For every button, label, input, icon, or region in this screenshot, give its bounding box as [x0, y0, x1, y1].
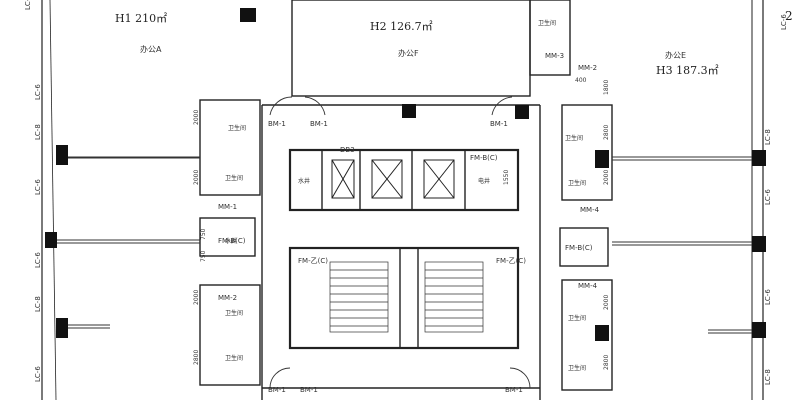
door-tag-mm4: MM-4 — [580, 206, 600, 214]
wall-tag-lc8: LC-8 — [764, 369, 772, 385]
dim-750: 750 — [200, 250, 207, 262]
column — [595, 150, 609, 168]
door-tag-bm1: BM-1 — [310, 120, 328, 128]
door-tag-fm: FM-乙(C) — [496, 257, 526, 265]
unit-h3-label: H3 187.3㎡ — [656, 64, 719, 77]
room-tag-wc: 卫生间 — [568, 179, 586, 187]
room-tag-shaft: 水井 — [225, 237, 237, 245]
door-tag-mm4: MM-4 — [578, 282, 598, 290]
dim-2000: 2000 — [193, 110, 200, 125]
room-tag-elec: 电井 — [478, 177, 490, 185]
wall-tag-lc6: LC-6 — [24, 0, 32, 10]
unit-h1-label: H1 210㎡ — [115, 12, 167, 25]
wall-tag-lc6: LC-6 — [780, 14, 788, 30]
door-tag-mm3: MM-3 — [545, 52, 564, 60]
dim-750: 750 — [200, 228, 207, 240]
column — [45, 232, 57, 248]
room-tag-wc: 卫生间 — [568, 364, 586, 372]
door-tag-bm1: BM-1 — [505, 386, 523, 394]
top-right-wc — [529, 0, 571, 76]
dim-2000: 2000 — [193, 290, 200, 305]
left-wc-upper — [199, 99, 261, 196]
door-tag-db3: DB3 — [340, 146, 355, 154]
elevator-core — [288, 148, 520, 212]
wall-tag-lc8: LC-8 — [34, 296, 42, 312]
door-tag-bm1: BM-1 — [300, 386, 318, 394]
dim-2800: 2800 — [193, 350, 200, 365]
column — [240, 8, 256, 22]
stair-core — [288, 246, 520, 350]
wall-tag-lc8: LC-8 — [34, 124, 42, 140]
room-tag-wc: 卫生间 — [565, 134, 583, 142]
dim-400: 400 — [575, 77, 587, 84]
room-tag-wc: 卫生间 — [225, 174, 243, 182]
door-tag-fm: FM-B(C) — [565, 244, 593, 252]
room-tag-wc: 卫生间 — [225, 354, 243, 362]
unit-h1-note: 办公A — [140, 44, 162, 54]
wall-tag-lc6: LC-6 — [34, 179, 42, 195]
unit-h2-label: H2 126.7㎡ — [370, 20, 433, 33]
room-tag-wc: 卫生间 — [538, 19, 556, 27]
left-wc-lower — [199, 284, 261, 386]
door-tag-bm1: BM-1 — [268, 120, 286, 128]
elevator-shaft-2 — [371, 159, 403, 199]
door-tag-fm: FM-B(C) — [218, 237, 246, 245]
door-tag-mm1: MM-1 — [218, 203, 237, 211]
dim-1550: 1550 — [503, 170, 510, 185]
corner-mark: 2 — [785, 9, 793, 23]
door-tag-mm2: MM-2 — [218, 294, 237, 302]
wall-tag-lc8: LC-8 — [764, 129, 772, 145]
door-tag-bm1: BM-1 — [268, 386, 286, 394]
elevator-shaft-3 — [423, 159, 455, 199]
room-tag-shaft: 水井 — [298, 177, 310, 185]
column — [56, 318, 68, 338]
door-tag-bm2: MM-2 — [578, 64, 597, 72]
door-tag-fm: FM-B(C) — [470, 154, 498, 162]
door-tag-fm: FM-乙(C) — [298, 257, 328, 265]
elevator-shaft-1 — [331, 159, 355, 199]
dim-2000: 2000 — [603, 170, 610, 185]
right-wc-upper — [561, 104, 613, 201]
door-tag-bm1: BM-1 — [490, 120, 508, 128]
unit-h3-note: 办公E — [665, 50, 686, 60]
wall-tag-lc6: LC-6 — [34, 366, 42, 382]
dim-1800: 1800 — [603, 80, 610, 95]
wall-tag-lc6: LC-6 — [34, 84, 42, 100]
left-shaft — [199, 217, 256, 257]
column — [515, 105, 529, 119]
column — [752, 150, 766, 166]
column — [752, 322, 766, 338]
right-shaft — [559, 227, 609, 267]
wall-tag-lc6: LC-6 — [764, 289, 772, 305]
column — [402, 104, 416, 118]
wall-tag-lc6: LC-6 — [34, 252, 42, 268]
room-tag-wc: 卫生间 — [225, 309, 243, 317]
column — [56, 145, 68, 165]
unit-h2-room — [291, 0, 531, 97]
column — [752, 236, 766, 252]
right-wc-lower — [561, 279, 613, 391]
dim-2800: 2800 — [603, 355, 610, 370]
room-tag-wc: 卫生间 — [228, 124, 246, 132]
dim-2000: 2000 — [603, 295, 610, 310]
wall-tag-lc6: LC-6 — [764, 189, 772, 205]
unit-h2-note: 办公F — [398, 48, 419, 58]
dim-2800: 2800 — [603, 125, 610, 140]
room-tag-wc: 卫生间 — [568, 314, 586, 322]
dim-2000: 2000 — [193, 170, 200, 185]
column — [595, 325, 609, 341]
